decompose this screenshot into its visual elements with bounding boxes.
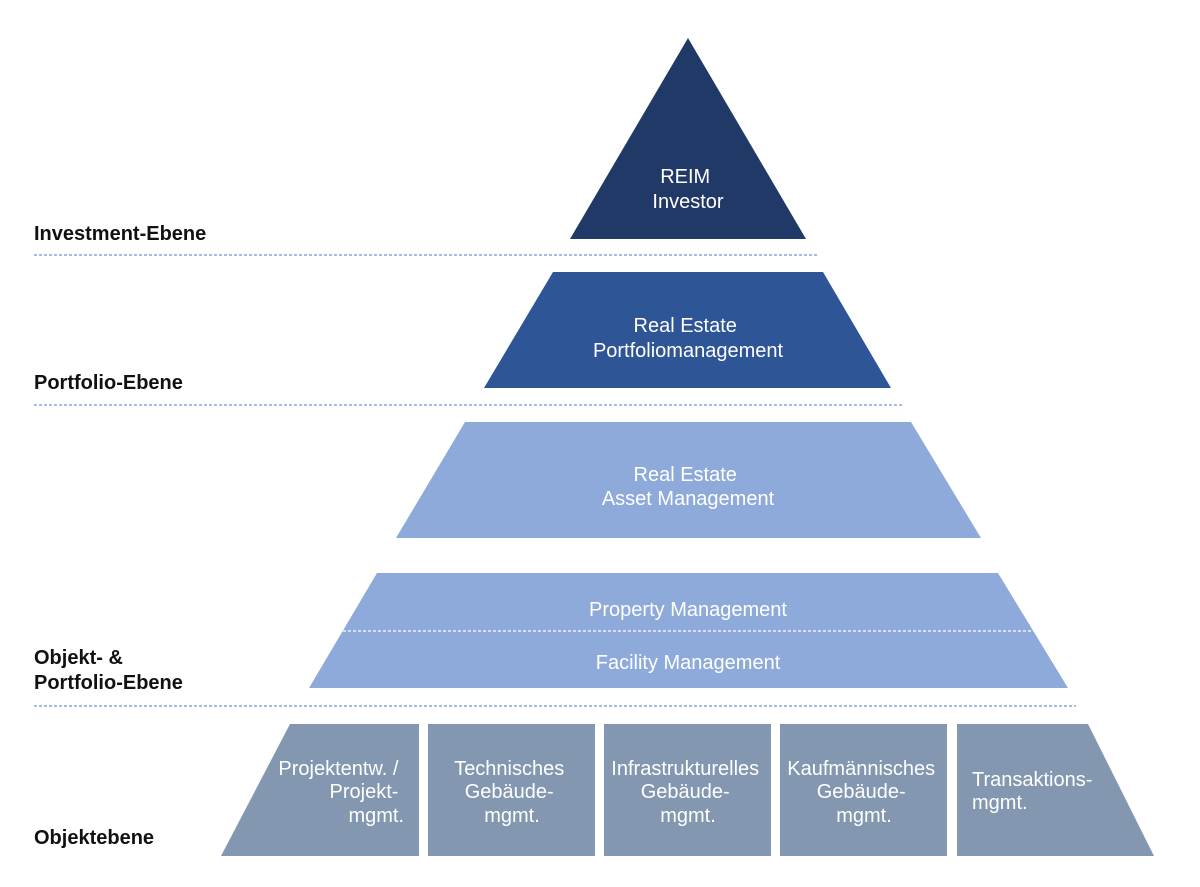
level-label-object: Objektebene bbox=[34, 827, 155, 849]
base-box-transaktion bbox=[957, 724, 1154, 856]
level-label-object-portfolio: Objekt- & Portfolio-Ebene bbox=[34, 646, 183, 696]
level-label-object-portfolio-line2: Portfolio-Ebene bbox=[34, 672, 183, 694]
asset-management-label: Real Estate Asset Management bbox=[602, 464, 775, 510]
portfolio-management-trapezoid bbox=[484, 272, 891, 388]
reim-investor-triangle bbox=[570, 38, 806, 239]
property-management-label: Property Management bbox=[589, 599, 787, 621]
level-label-investment: Investment-Ebene bbox=[34, 223, 207, 245]
base-box-infrastrukturelles bbox=[604, 724, 771, 856]
level-label-object-portfolio-line1: Objekt- & bbox=[34, 647, 123, 669]
base-box-technisches-label: Technisches Gebäude- mgmt. bbox=[454, 758, 570, 827]
level-label-portfolio: Portfolio-Ebene bbox=[34, 372, 183, 394]
base-box-projektentwicklung bbox=[221, 724, 419, 856]
reim-investor-label: REIM Investor bbox=[652, 166, 723, 213]
base-box-kaufmaennisches bbox=[780, 724, 947, 856]
base-box-technisches bbox=[428, 724, 595, 856]
base-box-transaktion-label: Transaktions- mgmt. bbox=[972, 769, 1098, 814]
facility-management-label: Facility Management bbox=[596, 652, 781, 674]
asset-management-trapezoid bbox=[396, 422, 981, 538]
base-box-infrastrukturelles-label: Infrastrukturelles Gebäude- mgmt. bbox=[611, 758, 764, 827]
portfolio-management-label: Real Estate Portfoliomanagement bbox=[593, 315, 784, 362]
base-box-kaufmaennisches-label: Kaufmännisches Gebäude- mgmt. bbox=[787, 758, 940, 827]
base-box-projektentwicklung-label: Projektentw. / Projekt- mgmt. bbox=[278, 758, 404, 827]
